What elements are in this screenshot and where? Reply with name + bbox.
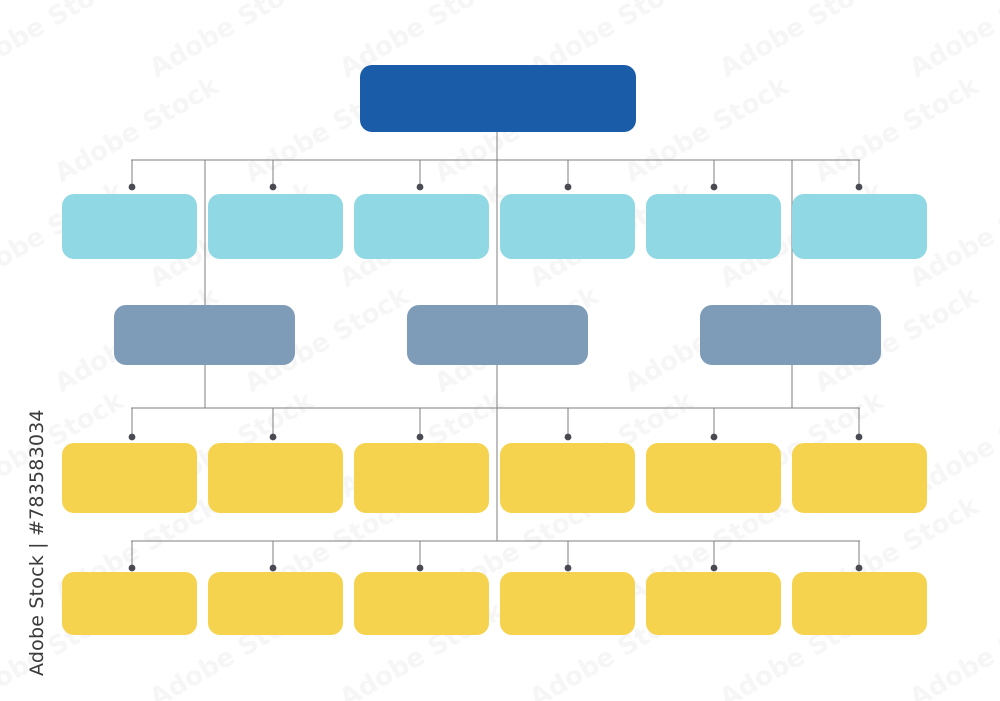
- connector-bus-level-4-dot-5: [710, 433, 718, 441]
- node-label: [62, 443, 197, 513]
- node-label: [208, 194, 343, 259]
- connector-bus-level-4-dot-6: [855, 433, 863, 441]
- node-label: [646, 194, 781, 259]
- node-yellow-level-lower-6[interactable]: [792, 572, 927, 635]
- connector-bus-level-5-dot-3: [416, 564, 424, 572]
- node-slate-level-1[interactable]: [114, 305, 295, 365]
- node-label: [354, 572, 489, 635]
- node-slate-level-3[interactable]: [700, 305, 881, 365]
- node-label: [208, 572, 343, 635]
- connector-bus-level-2-dot-1: [128, 183, 136, 191]
- node-label: [646, 572, 781, 635]
- node-label: [646, 443, 781, 513]
- node-yellow-level-upper-2[interactable]: [208, 443, 343, 513]
- connector-bus-level-4-dot-3: [416, 433, 424, 441]
- node-label: [208, 443, 343, 513]
- node-label: [354, 194, 489, 259]
- node-label: [792, 194, 927, 259]
- connector-bus-level-4-dot-1: [128, 433, 136, 441]
- connector-bus-level-5-dot-6: [855, 564, 863, 572]
- node-label: [62, 194, 197, 259]
- connector-bus-level-4-dot-2: [269, 433, 277, 441]
- node-label: [354, 443, 489, 513]
- connector-bus-level-2-dot-2: [269, 183, 277, 191]
- node-yellow-level-upper-3[interactable]: [354, 443, 489, 513]
- connector-bus-level-5-dot-5: [710, 564, 718, 572]
- connector-bus-level-2-dot-4: [564, 183, 572, 191]
- node-yellow-level-lower-5[interactable]: [646, 572, 781, 635]
- node-label: [500, 443, 635, 513]
- node-label: [792, 443, 927, 513]
- node-label: [500, 194, 635, 259]
- connector-bus-level-5-dot-1: [128, 564, 136, 572]
- connector-bus-level-4-dot-4: [564, 433, 572, 441]
- node-cyan-level-3[interactable]: [354, 194, 489, 259]
- node-yellow-level-upper-4[interactable]: [500, 443, 635, 513]
- node-slate-level-2[interactable]: [407, 305, 588, 365]
- node-label: [792, 572, 927, 635]
- node-yellow-level-upper-5[interactable]: [646, 443, 781, 513]
- node-cyan-level-4[interactable]: [500, 194, 635, 259]
- node-yellow-level-lower-2[interactable]: [208, 572, 343, 635]
- adobe-stock-watermark: Adobe Stock | #783583034: [26, 409, 48, 676]
- node-cyan-level-2[interactable]: [208, 194, 343, 259]
- node-label: [360, 65, 636, 132]
- node-cyan-level-6[interactable]: [792, 194, 927, 259]
- connector-bus-level-5-dot-4: [564, 564, 572, 572]
- node-yellow-level-upper-6[interactable]: [792, 443, 927, 513]
- node-yellow-level-upper-1[interactable]: [62, 443, 197, 513]
- connector-bus-level-5-dot-2: [269, 564, 277, 572]
- node-root-level-1[interactable]: [360, 65, 636, 132]
- node-label: [500, 572, 635, 635]
- node-yellow-level-lower-4[interactable]: [500, 572, 635, 635]
- node-label: [114, 305, 295, 365]
- node-label: [700, 305, 881, 365]
- node-yellow-level-lower-3[interactable]: [354, 572, 489, 635]
- connector-bus-level-2-dot-6: [855, 183, 863, 191]
- connector-bus-level-2-dot-5: [710, 183, 718, 191]
- connector-bus-level-2-dot-3: [416, 183, 424, 191]
- node-cyan-level-1[interactable]: [62, 194, 197, 259]
- node-label: [407, 305, 588, 365]
- node-cyan-level-5[interactable]: [646, 194, 781, 259]
- node-label: [62, 572, 197, 635]
- node-yellow-level-lower-1[interactable]: [62, 572, 197, 635]
